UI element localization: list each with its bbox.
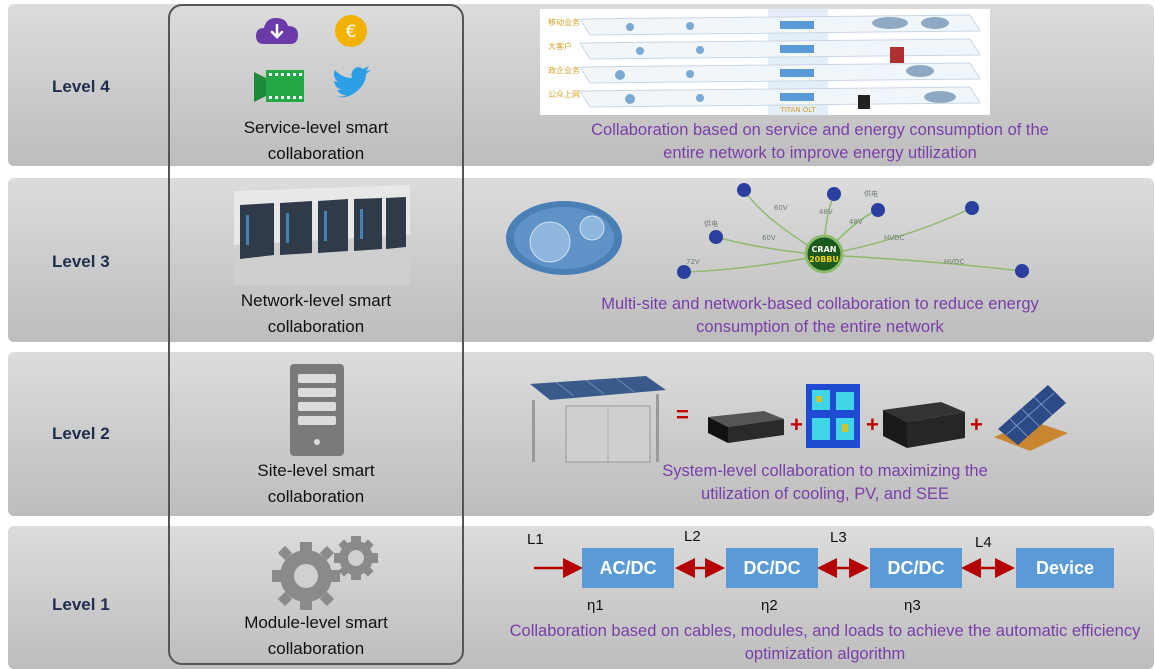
efficiency-label-2: η2 <box>761 597 778 614</box>
link-label-1: 60V <box>774 204 788 212</box>
link-label-7: HVDC <box>944 258 964 266</box>
plus-sign-1: + <box>790 412 803 437</box>
level-3-caption: Network-level smart collaboration <box>240 291 392 336</box>
link-label-l1: L1 <box>527 531 544 548</box>
olt-label: TITAN OLT <box>779 106 816 114</box>
dcdc-module-box-1: DC/DC <box>726 548 818 588</box>
link-label-9: 供电 <box>864 189 878 198</box>
data-center-icon <box>234 185 410 285</box>
level-3-description: Multi-site and network-based collaborati… <box>601 295 1039 336</box>
twitter-bird-icon <box>334 66 371 98</box>
link-label-4: 60V <box>762 234 776 242</box>
level-2-description: System-level collaboration to maximizing… <box>662 462 988 503</box>
pv-panel-image <box>994 385 1068 451</box>
link-label-8: 供电 <box>704 219 718 228</box>
level-1-label: Level 1 <box>52 595 110 614</box>
cooling-thermal-image <box>806 384 860 448</box>
svg-text:€: € <box>346 22 357 42</box>
level-4-caption: Service-level smart collaboration <box>243 118 389 163</box>
layer-label-government: 政企业务 <box>548 65 580 75</box>
hub-label-bbu: 20BBU <box>809 255 839 264</box>
link-label-l2: L2 <box>684 528 701 545</box>
layer-label-public: 公众上网 <box>548 90 580 99</box>
level-1-description: Collaboration based on cables, modules, … <box>509 622 1141 663</box>
service-network-diagram: 移动业务 大客户 政企业务 公众上网 TITAN OLT <box>540 9 990 115</box>
link-label-l3: L3 <box>830 529 847 546</box>
level-4-label: Level 4 <box>52 77 110 96</box>
link-label-6: HVDC <box>884 234 904 242</box>
energy-storage-image <box>883 402 965 448</box>
euro-coin-icon: € <box>335 15 367 47</box>
dcdc-module-box-2: DC/DC <box>870 548 962 588</box>
network-topology-diagram: CRAN 20BBU 60V 48V 48V 60V 72V HVDC HVDC… <box>506 183 1029 279</box>
efficiency-chain-arrows <box>534 558 1015 578</box>
level-2-caption: Site-level smart collaboration <box>257 461 375 506</box>
device-box: Device <box>1016 548 1114 588</box>
plus-sign-3: + <box>970 412 983 437</box>
efficiency-label-1: η1 <box>587 597 604 614</box>
level-4-description: Collaboration based on service and energ… <box>591 121 1049 162</box>
gears-icon <box>272 536 378 610</box>
link-label-l4: L4 <box>975 534 992 551</box>
link-label-2: 48V <box>819 208 833 216</box>
acdc-module-box: AC/DC <box>582 548 674 588</box>
link-label-5: 72V <box>686 258 700 266</box>
level-3-label: Level 3 <box>52 252 110 271</box>
level-1-row <box>8 526 1154 669</box>
layer-label-mobile: 移动业务 <box>548 17 580 27</box>
film-strip-icon <box>254 70 304 102</box>
server-tower-icon <box>290 364 344 456</box>
scope-column-frame <box>168 4 464 665</box>
hub-label-cran: CRAN <box>812 245 837 254</box>
cloud-download-icon <box>256 18 298 44</box>
layer-label-enterprise: 大客户 <box>548 41 572 51</box>
equals-sign: = <box>676 402 689 427</box>
efficiency-label-3: η3 <box>904 597 921 614</box>
rectifier-module-image <box>708 411 784 443</box>
level-2-label: Level 2 <box>52 424 110 443</box>
link-label-3: 48V <box>849 218 863 226</box>
plus-sign-2: + <box>866 412 879 437</box>
site-cabinet-image <box>530 376 666 463</box>
level-1-caption: Module-level smart collaboration <box>244 613 388 658</box>
